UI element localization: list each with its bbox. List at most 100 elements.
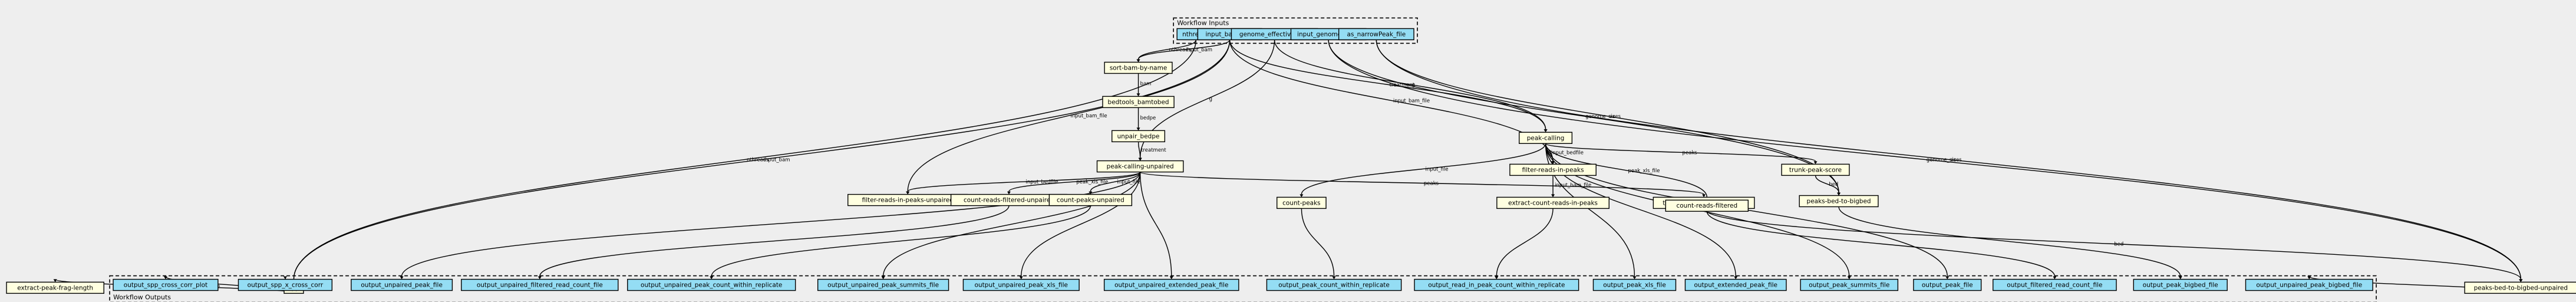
step-peaks-bed-to-bigbed[interactable]: peaks-bed-to-bigbed: [1799, 195, 1879, 208]
edge-count-reads-filtered-to-output-filtered-read-count-file: [1706, 211, 2057, 280]
output-output-peak-xls-file[interactable]: output_peak_xls_file: [1592, 278, 1677, 291]
arrowhead: [1332, 276, 1336, 280]
edge-nthreads-to-spp: nthreads: [292, 40, 1197, 283]
edge-label: input_bedfile: [1551, 150, 1584, 156]
node-box: [351, 278, 453, 291]
edge-input-bam-files-to-peak-calling: treatment: [1229, 40, 1548, 133]
step-peaks-bed-to-bigbed-unpaired[interactable]: peaks-bed-to-bigbed-unpaired: [2464, 281, 2576, 294]
edge-line: [1376, 40, 1839, 193]
step-filter-reads-in-peaks-unpaired[interactable]: filter-reads-in-peaks-unpaired: [847, 193, 968, 206]
arrowhead: [2307, 276, 2311, 280]
edge-peaks-bed-to-bigbed-to-output-peak-bigbed-file: [1838, 206, 2182, 280]
output-output-extended-peak-file[interactable]: output_extended_peak_file: [1684, 278, 1787, 291]
node-label: unpair_bedpe: [1117, 133, 1160, 140]
arrowhead: [710, 276, 714, 280]
edge-label: bed: [1829, 182, 1838, 188]
edge-label: treatment: [1390, 82, 1415, 88]
arrowhead: [1495, 276, 1499, 280]
output-output-peak-count-within-replicate[interactable]: output_peak_count_within_replicate: [1266, 278, 1402, 291]
edge-label: input_file: [1425, 166, 1448, 172]
output-output-spp-x-cross-corr[interactable]: output_spp_x_cross_corr: [238, 278, 333, 291]
output-output-read-in-peak-count-within-replicate[interactable]: output_read_in_peak_count_within_replica…: [1414, 278, 1579, 291]
node-label: output_spp_x_cross_corr: [248, 282, 324, 289]
arrowhead: [906, 191, 910, 195]
step-bedtools-bamtobed[interactable]: bedtools_bamtobed: [1102, 96, 1175, 109]
step-filter-reads-in-peaks[interactable]: filter-reads-in-peaks: [1509, 163, 1597, 176]
edge-label: input_bedfile: [1025, 179, 1058, 185]
output-output-unpaired-peak-count-within-replicate[interactable]: output_unpaired_peak_count_within_replic…: [627, 278, 796, 291]
edge-line: [1090, 172, 1141, 192]
edge-trunk-peak-score-unpaired-to-peaks-bed-to-bigbed-unpaired: bed: [1703, 208, 2523, 283]
step-count-reads-filtered-unpaired[interactable]: count-reads-filtered-unpaired: [950, 193, 1068, 206]
step-count-reads-filtered[interactable]: count-reads-filtered: [1665, 199, 1749, 212]
output-output-unpaired-peak-file[interactable]: output_unpaired_peak_file: [351, 278, 453, 291]
edge-label: genome_sizes: [1585, 114, 1621, 120]
edge-line: [401, 172, 1141, 277]
output-output-unpaired-peak-summits-file[interactable]: output_unpaired_peak_summits_file: [817, 278, 949, 291]
arrowhead: [1299, 194, 1304, 198]
output-output-peak-bigbed-file[interactable]: output_peak_bigbed_file: [2133, 278, 2228, 291]
output-output-unpaired-peak-xls-file[interactable]: output_unpaired_peak_xls_file: [962, 278, 1080, 291]
output-output-unpaired-peak-bigbed-file[interactable]: output_unpaired_peak_bigbed_file: [2245, 278, 2373, 291]
edge-line: [907, 171, 1141, 192]
node-box: [6, 281, 104, 294]
step-trunk-peak-score[interactable]: trunk-peak-score: [1781, 163, 1850, 176]
edge-peak-calling-to-count-peaks: input_file: [1299, 143, 1546, 198]
arrowhead: [1136, 59, 1140, 63]
step-peak-calling[interactable]: peak-calling: [1519, 132, 1573, 144]
edge-line: [1838, 206, 2181, 277]
edge-label: bed: [2114, 241, 2123, 247]
node-box: [1277, 196, 1327, 209]
step-extract-peak-frag-length[interactable]: extract-peak-frag-length: [6, 281, 104, 294]
output-output-peak-file[interactable]: output_peak_file: [1913, 278, 1982, 291]
node-label: filter-reads-in-peaks-unpaired: [862, 197, 954, 204]
node-label: output_peak_xls_file: [1603, 282, 1666, 289]
arrowhead: [1847, 276, 1851, 280]
edge-line: [882, 172, 1141, 277]
node-label: count-peaks-unpaired: [1057, 197, 1124, 204]
node-label: output_unpaired_filtered_read_count_file: [477, 282, 603, 289]
arrowhead: [881, 276, 885, 280]
node-label: count-reads-filtered-unpaired: [964, 197, 1054, 204]
edge-line: [1815, 175, 1839, 193]
node-label: output_unpaired_peak_summits_file: [827, 282, 939, 289]
node-box: [238, 278, 333, 291]
node-label: output_unpaired_extended_peak_file: [1114, 282, 1228, 289]
arrowhead: [1551, 194, 1555, 198]
edge-peak-calling-unpaired-to-output-unpaired-peak-file: [400, 172, 1141, 280]
output-output-unpaired-filtered-read-count-file[interactable]: output_unpaired_filtered_read_count_file: [461, 278, 619, 291]
edge-line: [293, 40, 1231, 280]
edge-line: [1137, 40, 1231, 60]
arrowhead: [1734, 276, 1738, 280]
output-output-peak-summits-file[interactable]: output_peak_summits_file: [1800, 278, 1899, 291]
output-output-unpaired-extended-peak-file[interactable]: output_unpaired_extended_peak_file: [1103, 278, 1239, 291]
edge-line: [1328, 40, 1839, 193]
edge-label: bedpe: [1140, 115, 1156, 121]
node-label: output_extended_peak_file: [1694, 282, 1777, 289]
workflow-inputs-cluster-title: Workflow Inputs: [1177, 19, 1229, 27]
edge-label: bam: [1140, 81, 1152, 87]
edge-line: [293, 40, 1197, 280]
output-output-spp-cross-corr-plot[interactable]: output_spp_cross_corr_plot: [113, 278, 219, 291]
step-unpair-bedpe[interactable]: unpair_bedpe: [1111, 130, 1166, 143]
input-as-narrowPeak-file[interactable]: as_narrowPeak_file: [1338, 28, 1414, 41]
step-peak-calling-unpaired[interactable]: peak-calling-unpaired: [1096, 160, 1184, 173]
step-count-peaks[interactable]: count-peaks: [1277, 196, 1327, 209]
output-output-filtered-read-count-file[interactable]: output_filtered_read_count_file: [1993, 278, 2117, 291]
arrowhead: [163, 276, 167, 280]
step-extract-count-reads-in-peaks[interactable]: extract-count-reads-in-peaks: [1496, 196, 1609, 209]
edge-peak-calling-unpaired-to-output-unpaired-extended-peak-file: [1139, 172, 1173, 280]
edge-line: [1021, 172, 1141, 277]
node-box: [1684, 278, 1787, 291]
edge-label: input_bam_file: [1070, 113, 1107, 119]
step-sort-bam-by-name[interactable]: sort-bam-by-name: [1104, 61, 1173, 74]
node-label: bedtools_bamtobed: [1108, 99, 1169, 106]
edge-input-genome-sizes-to-peaks-bed-to-bigbed-unpaired: genome_sizes: [1328, 40, 2523, 283]
node-label: output_unpaired_peak_bigbed_file: [2256, 282, 2362, 289]
node-box: [461, 278, 619, 291]
arrowhead: [1007, 191, 1011, 195]
node-label: output_read_in_peak_count_within_replica…: [1428, 282, 1565, 289]
edge-label: as: [1609, 114, 1615, 120]
edge-sort-bam-by-name-to-bedtools-bamtobed: bam: [1136, 73, 1152, 97]
step-count-peaks-unpaired[interactable]: count-peaks-unpaired: [1048, 193, 1133, 206]
